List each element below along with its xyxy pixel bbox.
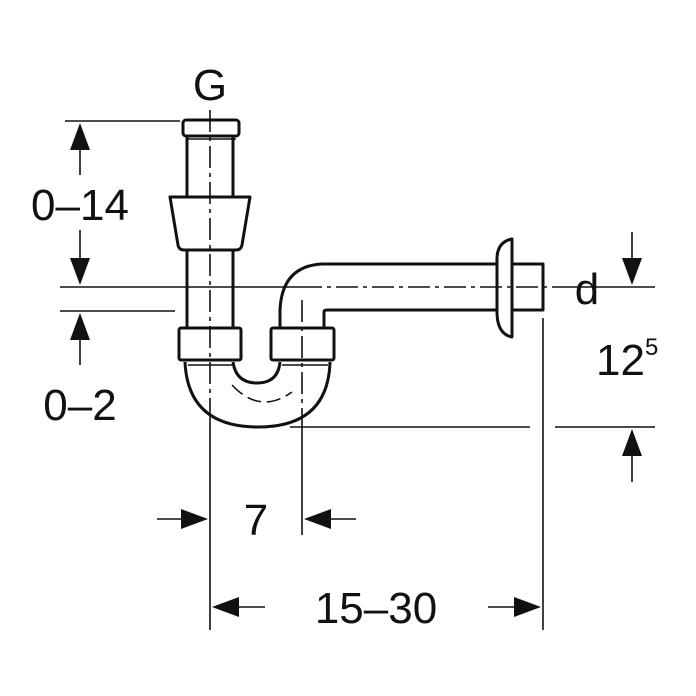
label-inlet: G bbox=[193, 61, 227, 110]
label-offset: 7 bbox=[244, 496, 268, 545]
label-height-adjust: 0–14 bbox=[31, 181, 129, 230]
label-lower-adjust: 0–2 bbox=[43, 381, 116, 430]
inlet-cap bbox=[181, 118, 241, 138]
outlet-pipe-bottom bbox=[322, 308, 497, 328]
centerlines bbox=[60, 110, 560, 420]
u-bend-inner bbox=[231, 361, 282, 385]
u-bend-outer bbox=[183, 361, 332, 429]
wall-flange bbox=[495, 237, 514, 339]
outlet-stub bbox=[512, 262, 545, 312]
right-nut bbox=[269, 326, 336, 362]
label-outlet-height: 125 bbox=[596, 334, 658, 385]
siphon-drawing bbox=[168, 118, 545, 429]
extension-lines bbox=[60, 120, 655, 630]
outlet-pipe-top bbox=[278, 262, 497, 328]
dimension-arrows bbox=[70, 123, 642, 617]
left-nut bbox=[177, 326, 243, 362]
label-outlet: d bbox=[575, 265, 599, 314]
label-length: 15–30 bbox=[315, 584, 437, 633]
cone-seal bbox=[168, 195, 252, 252]
